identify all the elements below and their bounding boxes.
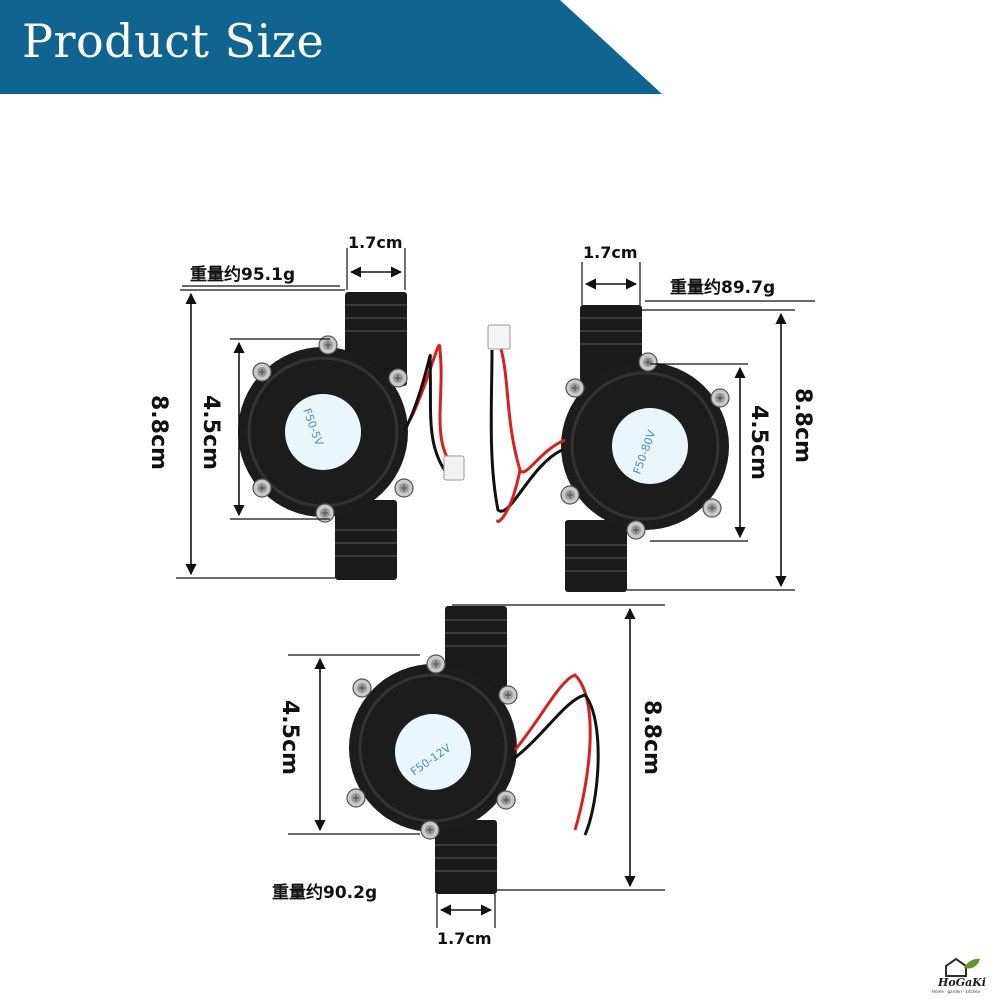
- label-disc: [285, 394, 361, 470]
- weight-label-1: 重量约95.1g: [190, 264, 295, 285]
- height-label-1: 8.8cm: [146, 395, 171, 470]
- header-banner: [0, 0, 662, 94]
- thread-label-3: 1.7cm: [437, 929, 492, 948]
- brand-name: HoGaKi: [938, 976, 986, 989]
- thread-label-2: 1.7cm: [583, 243, 638, 262]
- generator-3: F50-12V 8.8cm 4.5cm 1.7cm 重量约90.2g: [272, 604, 665, 948]
- pipe-bottom: [335, 500, 397, 580]
- thread-label-1: 1.7cm: [348, 233, 403, 252]
- height-label-2: 8.8cm: [790, 388, 815, 463]
- brand-tagline: Home · garden · kitchen: [932, 989, 981, 994]
- diameter-label-1: 4.5cm: [198, 395, 223, 470]
- height-label-3: 8.8cm: [639, 700, 664, 775]
- diameter-label-2: 4.5cm: [746, 405, 771, 480]
- house-leaf-icon: [945, 957, 980, 977]
- page-title: Product Size: [22, 14, 325, 68]
- diameter-label-3: 4.5cm: [277, 700, 302, 775]
- weight-label-3: 重量约90.2g: [272, 882, 377, 903]
- brand-logo: HoGaKi Home · garden · kitchen: [930, 956, 996, 998]
- generator-2: F50-80V 8.8cm 4.5cm 1.7cm 重量约89.7g: [487, 243, 815, 592]
- weight-label-2: 重量约89.7g: [670, 277, 775, 298]
- generator-1: F50-5V 8.8cm 4.5cm 1.7cm 重量约95.1g: [146, 233, 465, 580]
